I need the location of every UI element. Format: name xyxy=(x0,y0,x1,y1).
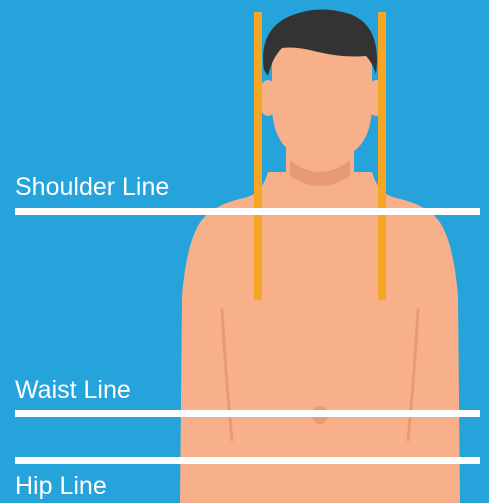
torso xyxy=(180,172,460,503)
waist-line-label: Waist Line xyxy=(15,376,131,404)
waist-line xyxy=(15,410,480,417)
right-guide-line xyxy=(378,12,386,300)
hip-line xyxy=(15,457,480,464)
hip-line-label: Hip Line xyxy=(15,472,107,500)
left-guide-line xyxy=(254,12,262,300)
shoulder-line-label: Shoulder Line xyxy=(15,173,169,201)
shoulder-line xyxy=(15,208,480,215)
